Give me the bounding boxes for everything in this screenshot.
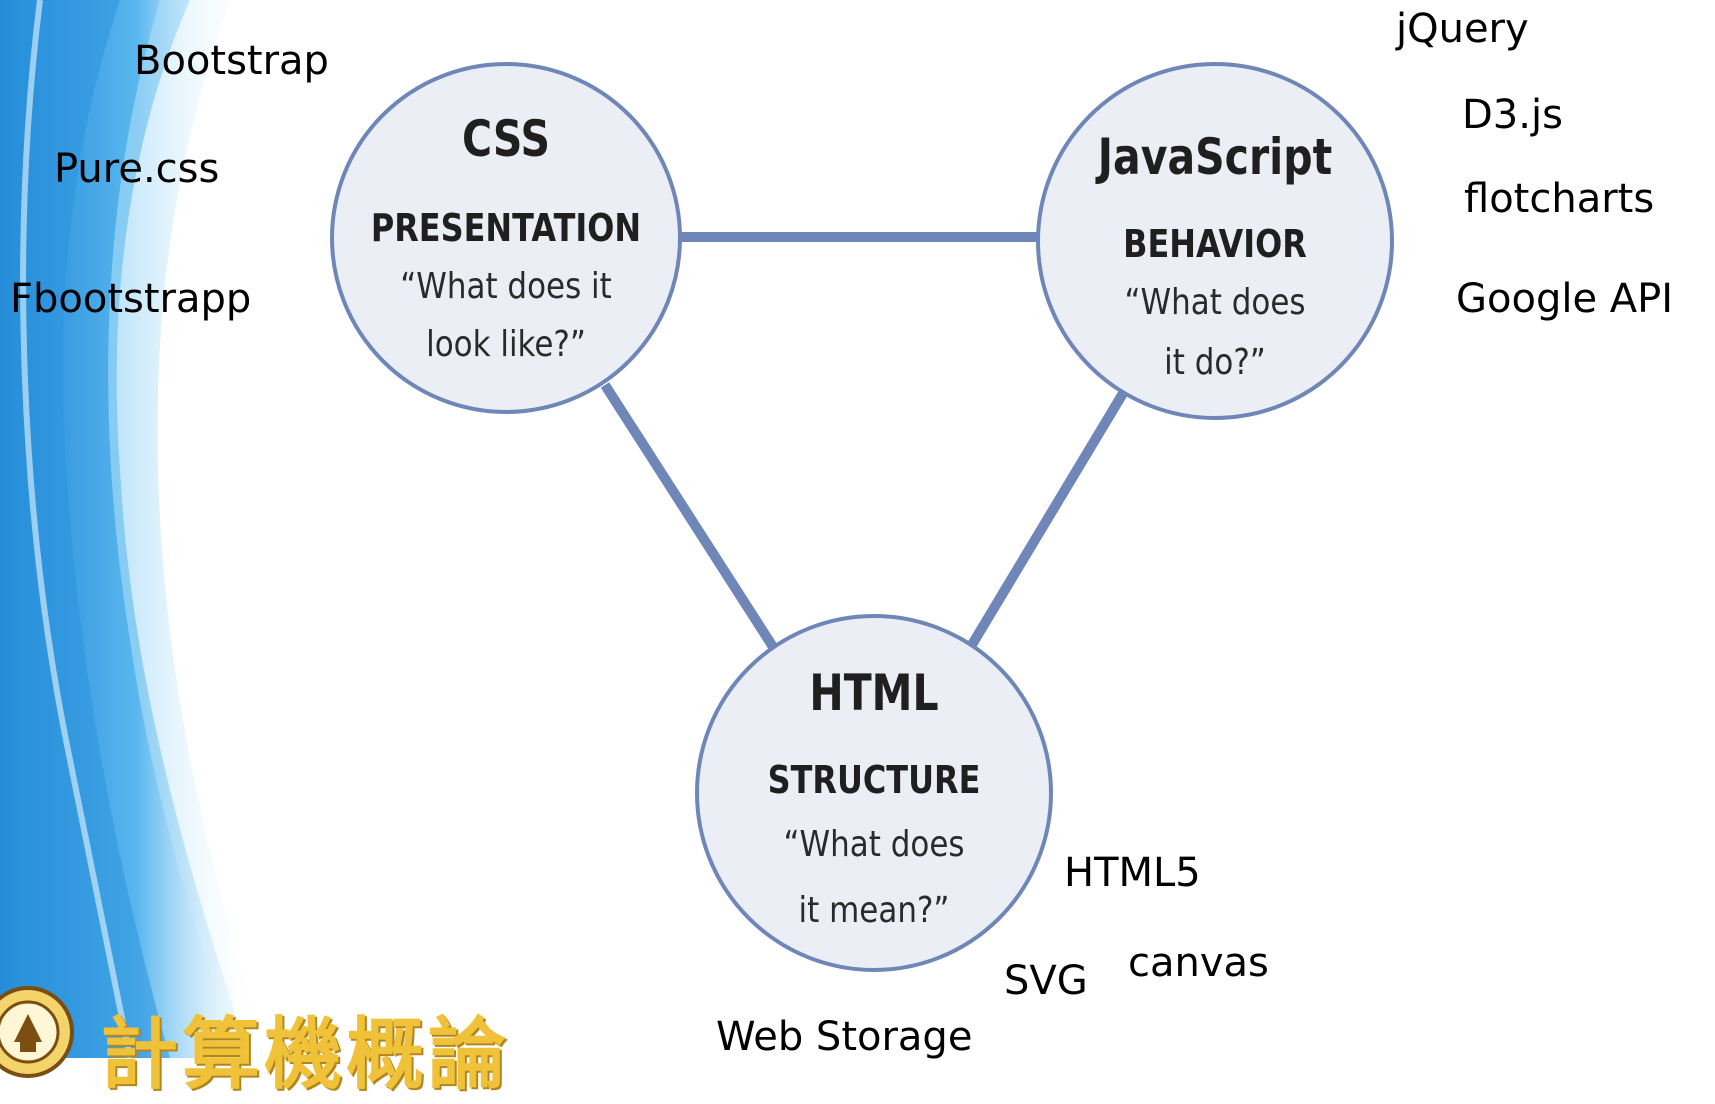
css-node-role: PRESENTATION [370,206,642,250]
course-logo-title: 計算機概論 [100,1009,511,1100]
js-node: JavaScript BEHAVIOR “What does it do?” [1036,62,1394,420]
html-tool-svg: SVG [1004,958,1088,1004]
university-seal-icon [0,986,74,1078]
html-node-role: STRUCTURE [767,758,981,802]
connector-lines [600,232,1130,653]
html-node-title: HTML [809,664,939,722]
js-node-role: BEHAVIOR [1123,222,1307,266]
js-node-title: JavaScript [1097,128,1333,186]
css-node-question-line2: look like?” [426,324,586,365]
background-swoosh [0,0,270,1058]
js-tool-jquery: jQuery [1396,6,1529,52]
css-tool-bootstrap: Bootstrap [134,38,329,84]
js-node-question-line2: it do?” [1164,342,1266,383]
js-node-question-line1: “What does [1124,282,1306,323]
html-node-question-line2: it mean?” [798,890,950,931]
html-node-question-line1: “What does [783,824,965,865]
js-tool-d3: D3.js [1462,92,1563,138]
html-tool-html5: HTML5 [1064,850,1201,896]
js-tool-google-api: Google API [1456,276,1674,322]
css-html-connector [600,382,780,653]
js-tool-flotcharts: flotcharts [1464,176,1655,222]
css-node-question-line1: “What does it [400,266,612,307]
html-node: HTML STRUCTURE “What does it mean?” [695,614,1053,972]
css-node: CSS PRESENTATION “What does it look like… [330,62,682,414]
css-tool-fbootstrapp: Fbootstrapp [10,276,252,322]
css-tool-purecss: Pure.css [54,146,220,192]
css-node-title: CSS [461,110,551,168]
html-tool-canvas: canvas [1128,940,1269,986]
js-html-connector [965,387,1130,651]
html-tool-web-storage: Web Storage [716,1014,973,1060]
